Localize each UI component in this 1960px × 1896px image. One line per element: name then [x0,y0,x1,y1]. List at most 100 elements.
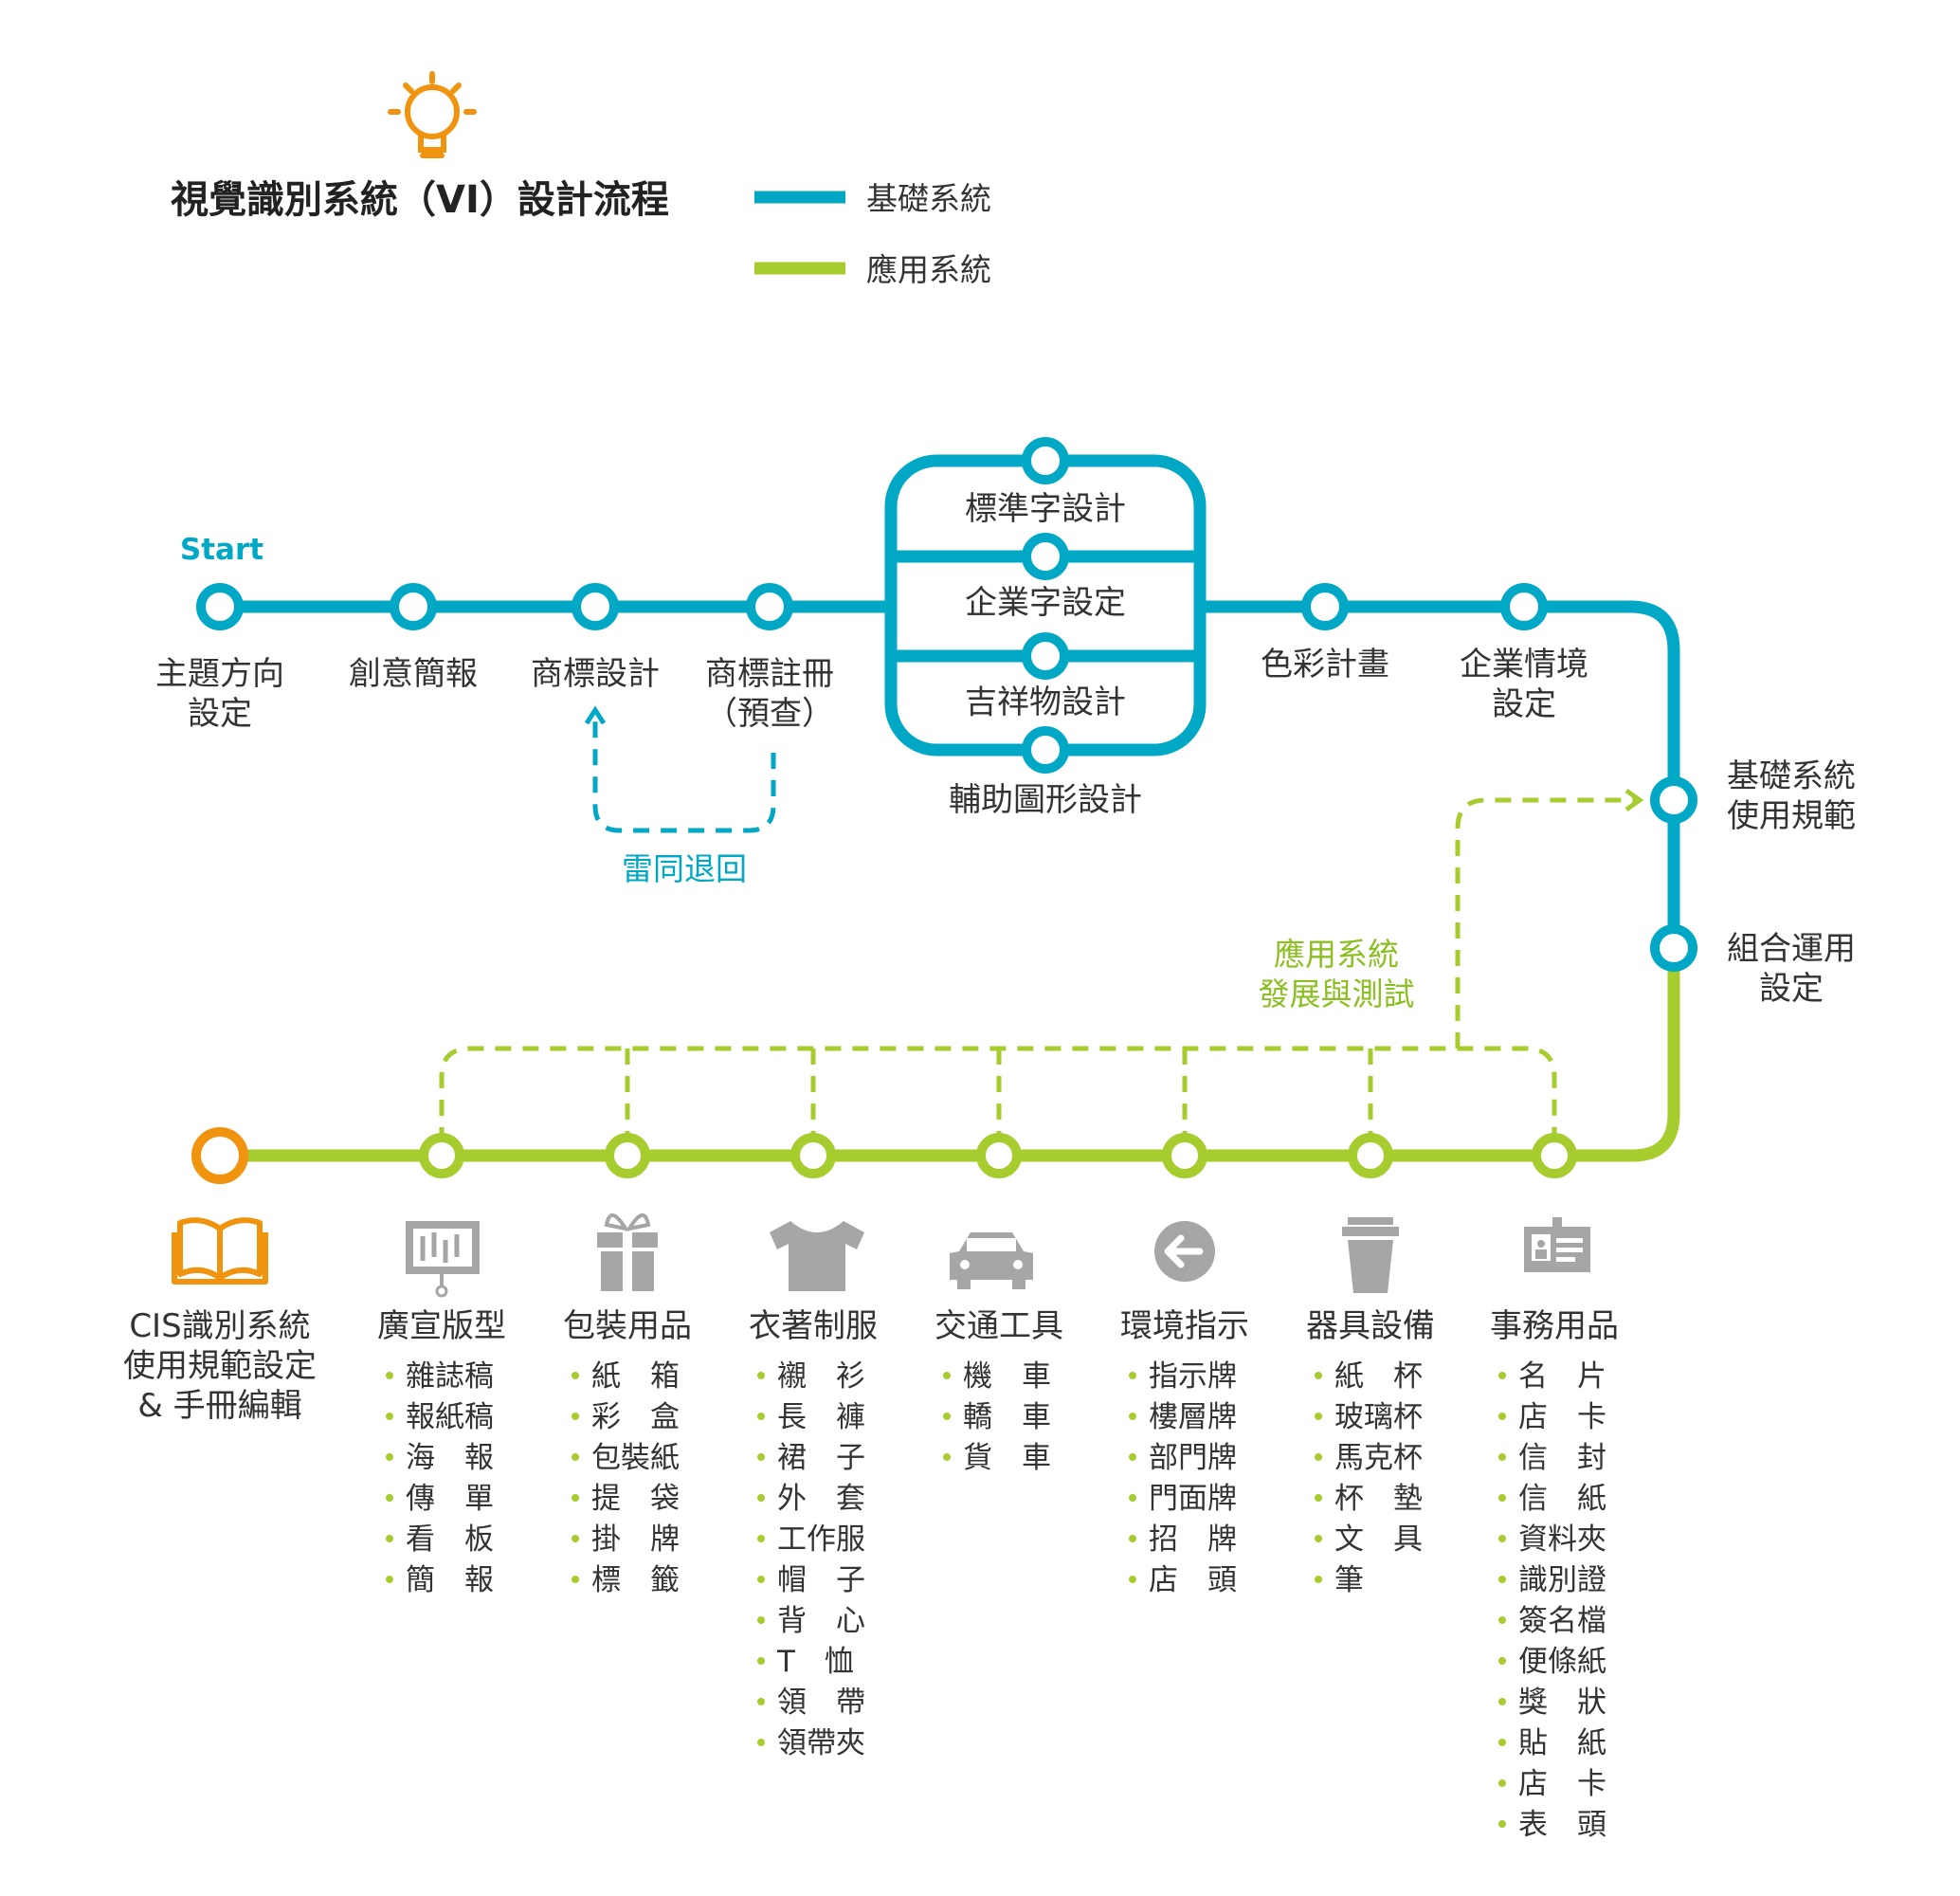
bullet-dot [943,1413,951,1420]
station-label: 吉祥物設計 [965,684,1126,721]
category-title: 包裝用品 [563,1307,692,1345]
list-item: 識別證 [1518,1563,1606,1597]
applied-station [790,1133,836,1178]
applied-station [976,1133,1022,1178]
applied-line [213,941,1680,1162]
bullet-dot [757,1657,765,1665]
bullet-dot [1315,1413,1322,1420]
bullet-dot [1498,1576,1506,1583]
list-item: 領帶夾 [777,1726,865,1760]
list-item: 名 片 [1518,1359,1606,1394]
bullet-dot [757,1413,765,1420]
lightbulb-icon [388,71,477,158]
gift-box-icon [597,1213,658,1291]
list-item: 杯 墊 [1334,1482,1423,1516]
basic-station: 商標註冊 （預查） [705,583,834,733]
list-item: 標 籤 [591,1563,680,1597]
legend: 基礎系統 應用系統 [754,180,991,288]
basic-station: 商標設計 [531,583,660,693]
basic-station: 企業情境 設定 [1460,583,1588,723]
list-item: 信 紙 [1518,1482,1606,1516]
station-label: 組合運用 [1727,930,1856,968]
station-label: 企業字設定 [965,584,1126,622]
bullet-dot [1498,1372,1506,1379]
bullet-dot [757,1698,765,1705]
list-item: 紙 杯 [1334,1359,1423,1394]
station-label: 主題方向 [155,655,284,693]
bullet-dot [386,1413,393,1420]
end-station-label-line1: CIS識別系統 [129,1307,310,1345]
bullet-dot [1315,1372,1322,1379]
open-book-icon [172,1217,268,1285]
start-label: Start [180,533,263,567]
car-icon [950,1232,1033,1289]
list-item: 彩 盒 [591,1400,680,1434]
basic-station: 色彩計畫 [1261,583,1389,684]
list-item: T 恤 [776,1645,854,1679]
list-item: 傳 單 [406,1482,494,1516]
list-item: 機 車 [963,1359,1051,1394]
list-item: 信 封 [1518,1441,1606,1475]
list-item: 店 頭 [1149,1563,1237,1597]
bullet-dot [572,1535,579,1542]
legend-basic-label: 基礎系統 [866,180,991,217]
bullet-dot [1129,1535,1136,1542]
branch-station: 輔助圖形設計 [949,726,1142,819]
list-item: 帽 子 [777,1563,865,1597]
page-title: 視覺識別系統（VI）設計流程 [171,178,669,222]
bullet-dot [1129,1413,1136,1420]
list-item: 資料夾 [1518,1522,1606,1557]
station-label: 企業情境 [1460,646,1588,684]
category-title: 交通工具 [935,1307,1063,1345]
bullet-dot [1498,1453,1506,1461]
list-item: 筆 [1334,1563,1364,1597]
bullet-dot [757,1739,765,1746]
list-item: 門面牌 [1149,1482,1237,1516]
bullet-dot [1498,1616,1506,1624]
list-item: 外 套 [777,1482,865,1516]
rejection-loop [592,713,776,833]
list-item: 貼 紙 [1518,1726,1606,1760]
id-card-icon [1524,1217,1590,1272]
category-title: 衣著制服 [749,1307,878,1345]
bullet-dot [1129,1453,1136,1461]
test-loop-arrow [1624,788,1644,812]
bullet-dot [1498,1698,1506,1705]
station-label-line2: 設定 [1759,970,1824,1008]
list-item: 雜誌稿 [406,1359,494,1394]
bullet-dot [1129,1494,1136,1502]
station-label: 基礎系統 [1727,757,1856,795]
test-label-line2: 發展與測試 [1259,975,1415,1012]
bullet-dot [1315,1494,1322,1502]
bullet-dot [1129,1372,1136,1379]
station-label-line2: （預查） [705,695,834,733]
bullet-dot [1129,1576,1136,1583]
list-item: 長 褲 [777,1400,865,1434]
test-loop [439,797,1636,1143]
bullet-dot [1498,1413,1506,1420]
station-label: 標準字設計 [965,490,1126,528]
bullet-dot [757,1494,765,1502]
station-label-line2: 使用規範 [1727,797,1856,835]
list-item: 紙 箱 [591,1359,680,1394]
list-item: 玻璃杯 [1334,1400,1423,1434]
list-item: 招 牌 [1149,1522,1237,1557]
list-item: 報紙稿 [406,1400,494,1434]
bullet-dot [1498,1535,1506,1542]
list-item: 轎 車 [963,1400,1051,1434]
bullet-dot [386,1453,393,1461]
end-station-label-line3: & 手冊編輯 [137,1387,301,1425]
applied-station [605,1133,650,1178]
bullet-dot [386,1372,393,1379]
bullet-dot [757,1616,765,1624]
category-title: 事務用品 [1490,1307,1619,1345]
list-item: 文 具 [1334,1522,1423,1557]
cup-icon [1342,1217,1399,1293]
list-item: 貨 車 [963,1441,1051,1475]
